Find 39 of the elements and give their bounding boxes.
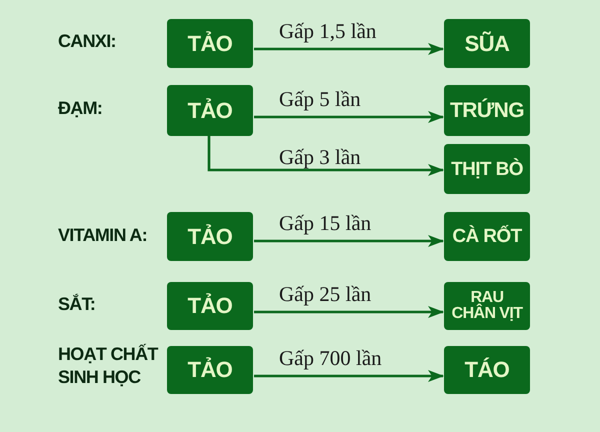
arrow [254, 111, 444, 123]
box-text: TẢO [188, 295, 232, 317]
box-text: SŨA [464, 32, 510, 54]
food-box [444, 85, 530, 136]
box-text: TẢO [188, 226, 232, 248]
food-box [444, 19, 530, 68]
box-text: THỊT BÒ [451, 160, 523, 178]
food-box [167, 85, 253, 136]
food-box [444, 212, 530, 261]
edge-label: Gấp 3 lần [278, 146, 362, 168]
edge-label: Gấp 1,5 lần [278, 20, 378, 42]
arrow [208, 136, 444, 176]
food-box [444, 346, 530, 394]
food-box [167, 346, 253, 394]
nutrient-label: CANXI: [58, 30, 116, 52]
box-text: TRỨNG [450, 100, 524, 121]
edge-label: Gấp 15 lần [278, 212, 372, 234]
nutrient-label: VITAMIN A: [58, 224, 147, 246]
food-box [444, 282, 530, 330]
arrow [254, 306, 444, 318]
edge-label: Gấp 25 lần [278, 283, 372, 306]
arrow [254, 43, 444, 55]
box-text: TÁO [464, 359, 510, 381]
edge-label: Gấp 5 lần [278, 88, 362, 110]
arrow [254, 235, 444, 247]
nutrient-label: SẮT: [58, 293, 96, 316]
nutrient-label: HOẠT CHẤT SINH HỌC [58, 343, 160, 388]
box-text: TẢO [188, 32, 232, 54]
food-box [167, 212, 253, 261]
box-text: CÀ RỐT [452, 227, 522, 246]
food-box [444, 144, 530, 194]
food-box [167, 19, 253, 68]
arrow [254, 370, 444, 382]
box-text: TẢO [188, 100, 232, 122]
box-text: RAU CHÂN VỊT [450, 290, 524, 322]
food-box [167, 282, 253, 330]
box-text: TẢO [188, 359, 232, 381]
nutrient-label: ĐẠM: [58, 97, 102, 120]
edge-label: Gấp 700 lần [278, 347, 383, 370]
